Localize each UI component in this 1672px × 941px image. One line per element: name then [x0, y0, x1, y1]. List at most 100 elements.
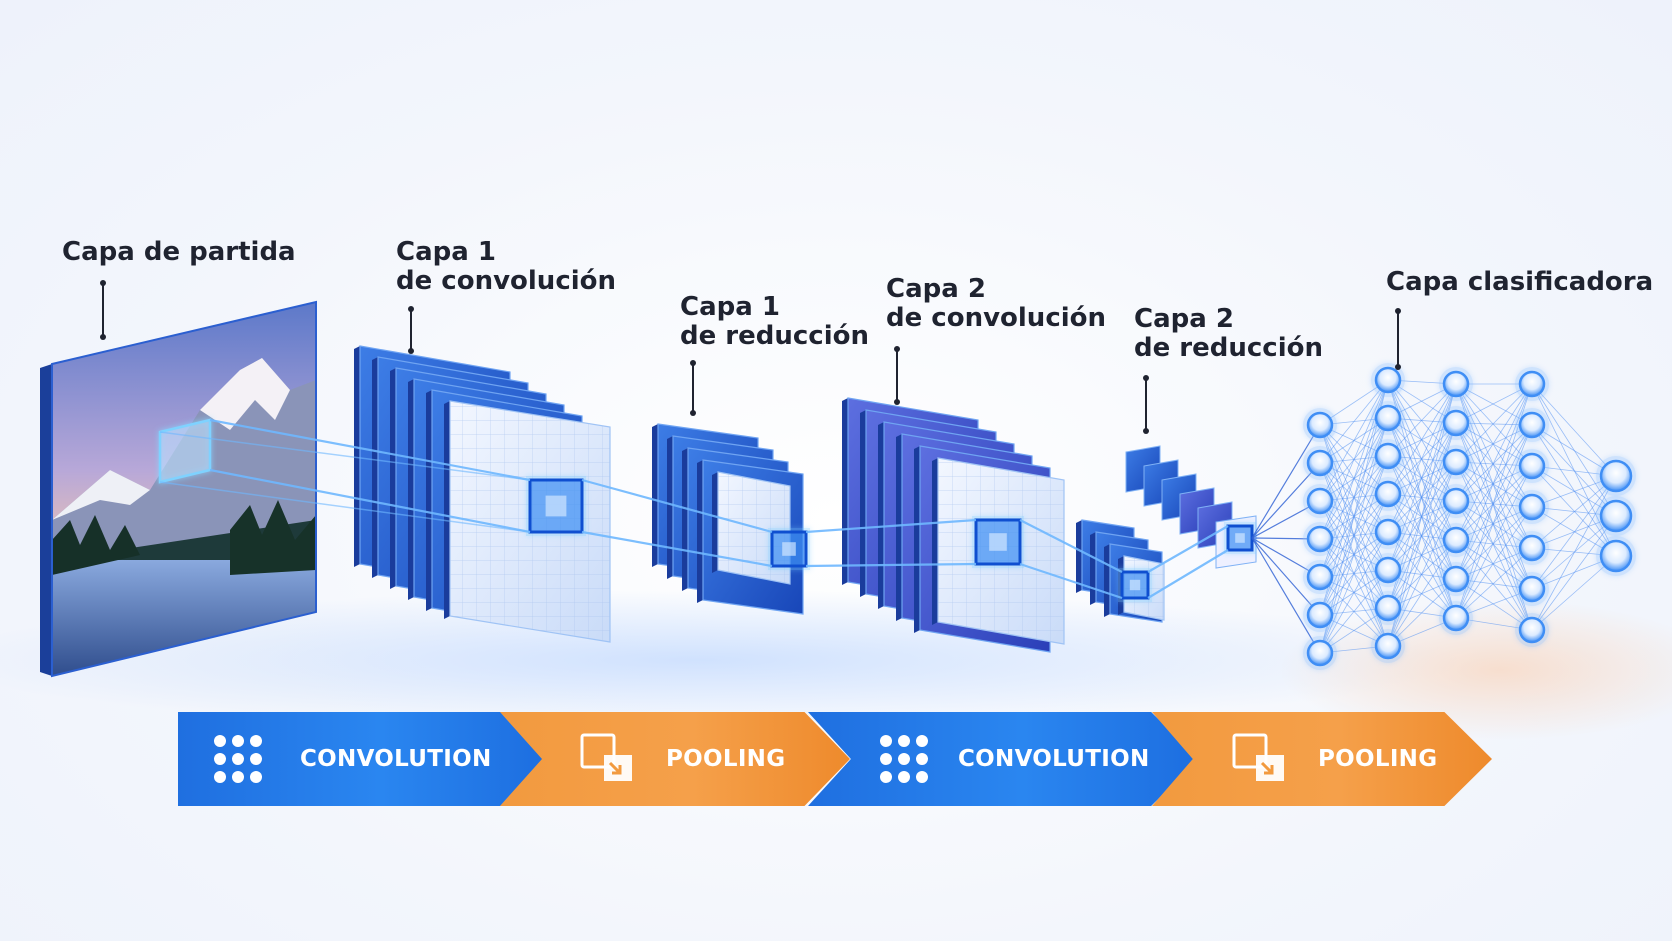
beam-line: [209, 418, 531, 482]
fc-link: [1455, 461, 1533, 590]
label-input-layer: Capa de partida: [62, 238, 296, 267]
label-line: de convolución: [396, 266, 617, 296]
label-line: Capa clasificadora: [1386, 267, 1654, 297]
leader-pool2: [1143, 375, 1149, 434]
fc-link: [1319, 569, 1389, 654]
neuron: [1518, 370, 1546, 398]
classifier-neurons: [1303, 363, 1636, 670]
map-edge: [896, 434, 902, 621]
fc-link: [1531, 465, 1617, 557]
fc-link: [1387, 500, 1457, 647]
stage-label: POOLING: [666, 746, 786, 772]
pool2-feature-maps: [1076, 445, 1257, 623]
conv2-feature-maps: [842, 397, 1065, 653]
fc-link: [1531, 424, 1617, 557]
fc-link: [1455, 506, 1533, 580]
fc-link: [1387, 379, 1457, 502]
neuron: [1518, 575, 1546, 603]
map-edge: [426, 390, 432, 611]
label-line: Capa de partida: [62, 237, 296, 267]
stage-convolution-2: CONVOLUTION: [808, 712, 1198, 806]
beam-line: [159, 431, 531, 481]
neuron: [1518, 452, 1546, 480]
neuron: [1306, 449, 1334, 477]
beam-line: [581, 530, 773, 568]
label-conv2-layer: Capa 2 de convolución: [886, 275, 1106, 333]
pool2a-receptive-window-core: [1129, 579, 1141, 591]
fc-link: [1387, 383, 1457, 533]
leader-classifier: [1395, 308, 1401, 370]
fc-link: [1531, 475, 1617, 590]
fc-link: [1455, 461, 1533, 549]
leader-input: [100, 280, 106, 340]
dot-grid-icon: [214, 712, 262, 806]
beam-line: [581, 478, 773, 534]
fc-link: [1455, 424, 1533, 502]
fc-link: [1387, 455, 1457, 580]
fc-link: [1455, 383, 1533, 502]
fc-link: [1531, 383, 1617, 517]
fc-link: [1455, 422, 1533, 549]
fc-link: [1387, 383, 1457, 495]
pooling-window-icon: [580, 712, 636, 806]
map-edge: [682, 448, 688, 591]
label-pool2-layer: Capa 2 de reducción: [1134, 305, 1323, 363]
stage-label: CONVOLUTION: [958, 746, 1150, 772]
label-line: Capa 1: [680, 292, 780, 322]
neuron: [1518, 616, 1546, 644]
label-line: Capa 1: [396, 237, 496, 267]
fc-link: [1531, 383, 1617, 477]
fc-link: [1319, 379, 1389, 464]
fc-link: [1531, 515, 1617, 631]
neuron: [1518, 534, 1546, 562]
pool1-feature-maps: [652, 423, 810, 615]
fc-link: [1387, 493, 1457, 619]
fc-input-link: [1251, 424, 1321, 539]
fc-link: [1455, 547, 1533, 619]
map-edge: [878, 422, 884, 609]
stage-convolution-1: CONVOLUTION: [178, 712, 546, 806]
fc-link: [1387, 539, 1457, 647]
neuron: [1306, 601, 1334, 629]
fc-input-link: [1251, 537, 1321, 616]
floor-glow: [0, 590, 1460, 730]
fc-link: [1455, 506, 1533, 619]
fc-link: [1455, 500, 1533, 631]
map-edge: [842, 398, 848, 585]
fc-link: [1319, 531, 1389, 654]
fc-link: [1455, 465, 1533, 541]
neuron: [1374, 404, 1402, 432]
label-classifier-layer: Capa clasificadora: [1386, 268, 1653, 297]
fc-link: [1455, 500, 1533, 590]
neuron: [1442, 409, 1470, 437]
leader-conv2: [894, 346, 900, 405]
map-edge: [1076, 520, 1082, 593]
fc-link: [1455, 539, 1533, 631]
map-edge: [1104, 544, 1110, 617]
beam-line: [209, 468, 531, 534]
output-neuron: [1599, 459, 1633, 493]
neuron: [1442, 565, 1470, 593]
label-conv1-layer: Capa 1 de convolución: [396, 238, 616, 296]
neuron: [1442, 487, 1470, 515]
map-edge: [932, 458, 938, 625]
fc-link: [1455, 383, 1533, 541]
label-line: Capa 2: [1134, 304, 1234, 334]
pool2-receptive-window-core: [1235, 533, 1245, 543]
stage-label: POOLING: [1318, 746, 1438, 772]
neuron: [1374, 442, 1402, 470]
input-receptive-window: [158, 418, 212, 484]
neuron: [1306, 639, 1334, 667]
fc-link: [1455, 383, 1533, 508]
receptive-field-beams: [159, 418, 1229, 600]
stage-label: CONVOLUTION: [300, 746, 492, 772]
neuron: [1306, 487, 1334, 515]
conv2-receptive-window-core: [989, 533, 1007, 551]
neuron: [1374, 594, 1402, 622]
leader-pool1: [690, 360, 696, 416]
fc-link: [1531, 475, 1617, 631]
stage-pooling-1: POOLING: [500, 712, 850, 806]
neuron: [1306, 411, 1334, 439]
beam-line: [159, 481, 531, 533]
